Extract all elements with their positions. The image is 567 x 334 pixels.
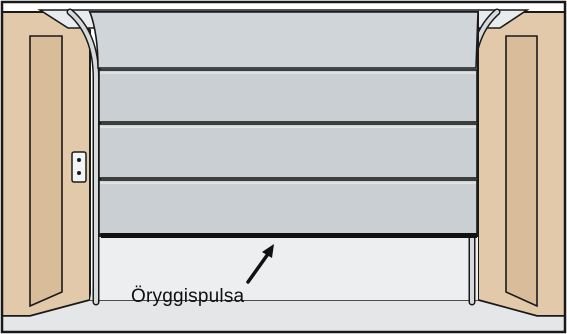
door-panel-3: [98, 123, 478, 179]
floor-inside-garage: [90, 236, 478, 300]
door-panel-2: [98, 69, 478, 123]
garage-door: [88, 11, 479, 238]
safety-edge-label: Öryggispulsa: [131, 286, 245, 307]
door-panel-4: [98, 179, 478, 235]
left-track: [68, 10, 98, 304]
safety-edge: [101, 233, 477, 238]
left-wall-pillar: [29, 35, 63, 308]
door-panel-top: [88, 11, 479, 69]
wall-switch-icon: [71, 151, 87, 183]
callout-arrow-icon: [246, 244, 274, 284]
right-wall-pillar: [505, 35, 538, 308]
floor: [1, 299, 566, 333]
